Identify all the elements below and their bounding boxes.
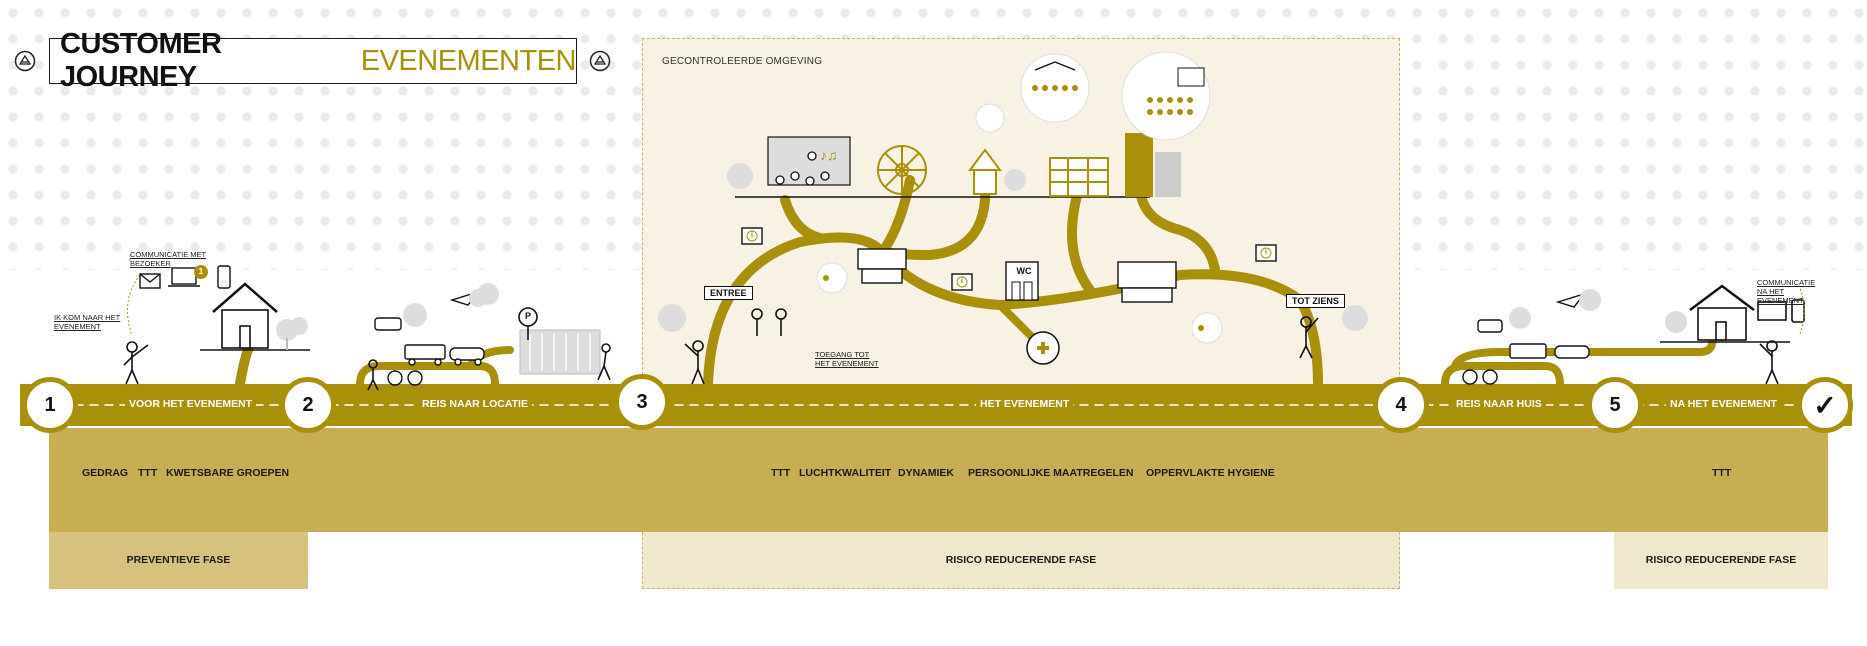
road-label-5: NA HET EVENEMENT: [1666, 398, 1781, 410]
stage-node-2: 2: [280, 377, 336, 433]
topic-ttt-5: TTT: [1712, 467, 1732, 479]
phase-risico-event: RISICO REDUCERENDE FASE: [945, 554, 1097, 566]
topic-ttt-1: TTT: [138, 467, 158, 479]
tot-ziens-sign: TOT ZIENS: [1286, 294, 1345, 308]
phase-risico-event-bg: [642, 532, 1400, 589]
zone-label: GECONTROLEERDE OMGEVING: [662, 56, 823, 67]
seal-icon-left: [14, 50, 36, 72]
stage-node-4: 4: [1373, 377, 1429, 433]
topic-oppervlakte-hygiene: OPPERVLAKTE HYGIENE: [1146, 467, 1275, 479]
phase-preventief: PREVENTIEVE FASE: [126, 554, 231, 566]
topic-persoonlijke-maatregelen: PERSOONLIJKE MAATREGELEN: [968, 467, 1134, 479]
svg-text:♪♫: ♪♫: [820, 147, 838, 163]
road-label-1: VOOR HET EVENEMENT: [125, 398, 257, 410]
wc-sign: WC: [1016, 266, 1032, 276]
entree-sign: ENTREE: [704, 286, 753, 300]
stage-node-5: 5: [1587, 377, 1643, 433]
title-part-1: CUSTOMER JOURNEY: [60, 28, 222, 93]
topic-gedrag: GEDRAG: [82, 467, 129, 479]
annotation-ik-kom: IK KOM NAAR HET EVENEMENT: [54, 313, 121, 331]
page-title: CUSTOMER JOURNEY EVENEMENTEN: [49, 28, 577, 93]
annotation-communicatie-na: COMMUNICATIE NA HET EVENEMENT: [1757, 278, 1816, 305]
annotation-communicatie-bezoeker: COMMUNICATIE MET BEZOEKER: [130, 250, 207, 268]
stage-node-1: 1: [22, 377, 78, 433]
phase-preventief-bg: [49, 532, 308, 589]
notification-badge: 1: [198, 267, 204, 276]
phase-risico-na: RISICO REDUCERENDE FASE: [1645, 554, 1797, 566]
stage-node-check: ✓: [1797, 377, 1853, 433]
stage-node-3: 3: [614, 374, 670, 430]
info-sign-1: i: [750, 230, 754, 239]
info-sign-2: i: [960, 276, 964, 285]
road-label-3: HET EVENEMENT: [976, 398, 1074, 410]
seal-icon-right: [589, 50, 611, 72]
topic-luchtkwaliteit: LUCHTKWALITEIT: [799, 467, 892, 479]
topics-band: [49, 428, 1828, 532]
phase-risico-na-bg: [1614, 532, 1828, 589]
road-label-2: REIS NAAR LOCATIE: [418, 398, 532, 410]
topic-dynamiek: DYNAMIEK: [898, 467, 955, 479]
parking-sign: P: [524, 311, 531, 321]
annotation-toegang: TOEGANG TOT HET EVENEMENT: [815, 350, 879, 368]
topic-ttt-3: TTT: [771, 467, 791, 479]
topic-kwetsbare-groepen: KWETSBARE GROEPEN: [166, 467, 290, 479]
title-part-2: EVENEMENTEN: [360, 44, 577, 77]
info-sign-3: i: [1264, 247, 1268, 256]
road-label-4: REIS NAAR HUIS: [1452, 398, 1546, 410]
